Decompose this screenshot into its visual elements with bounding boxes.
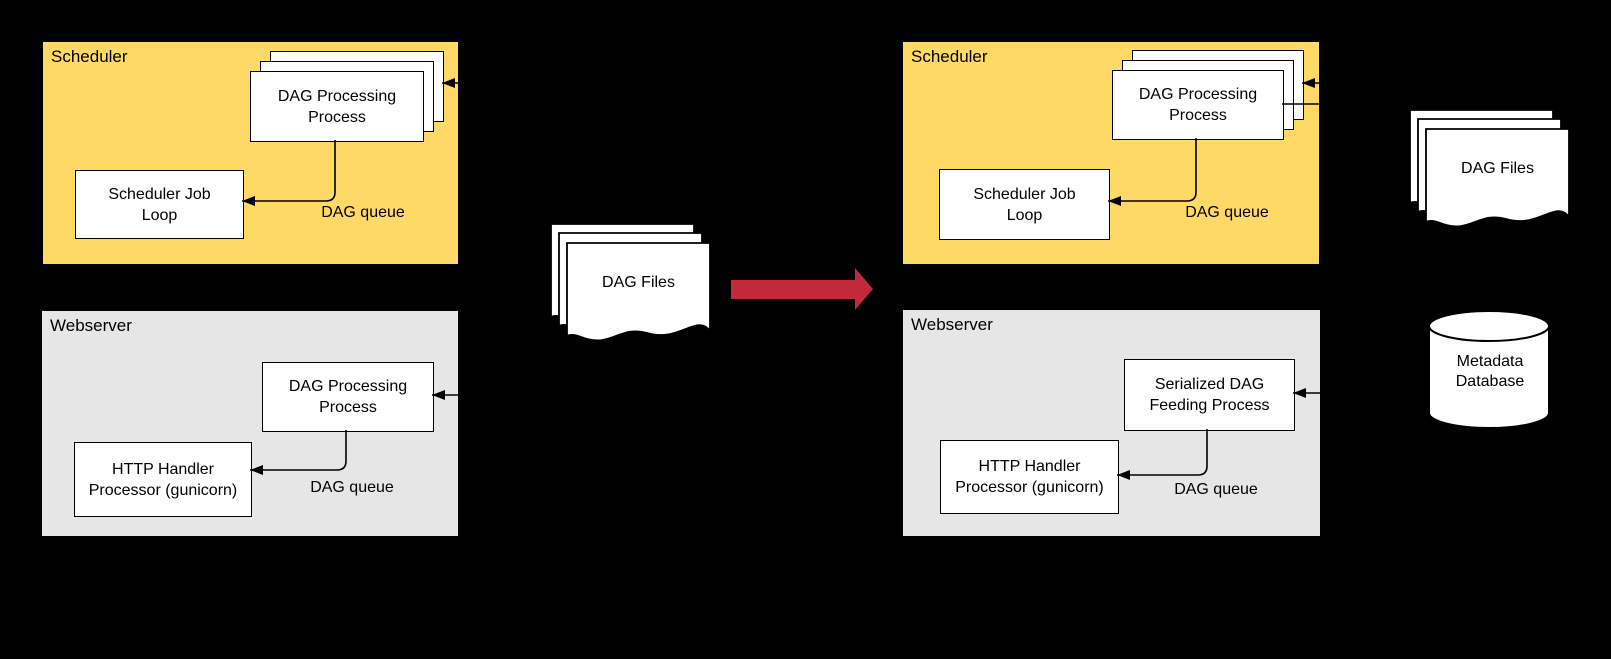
- left-webserver-dag-queue-label: DAG queue: [310, 479, 394, 496]
- left-scheduler-job-loop: Scheduler Job Loop: [75, 170, 244, 239]
- right-scheduler-job-loop: Scheduler Job Loop: [939, 169, 1110, 240]
- transition-arrow-icon: [731, 268, 873, 310]
- right-scheduler-label: Scheduler: [911, 47, 988, 66]
- right-webserver-group: Webserver Serialized DAG Feeding Process…: [901, 308, 1322, 538]
- serialized-dag-feeding-process: Serialized DAG Feeding Process: [1124, 359, 1295, 431]
- left-http-handler-text: HTTP Handler Processor (gunicorn): [88, 460, 238, 499]
- right-http-handler-text: HTTP Handler Processor (gunicorn): [955, 458, 1104, 496]
- metadata-database-label: Metadata Database: [1455, 353, 1525, 390]
- left-dag-processing-text: DAG Processing Process: [277, 87, 397, 126]
- left-scheduler-dag-queue-label: DAG queue: [321, 204, 405, 221]
- right-dag-processing-process: DAG Processing Process: [1112, 70, 1284, 140]
- left-scheduler-label: Scheduler: [51, 47, 128, 66]
- right-dag-processing-text: DAG Processing Process: [1138, 86, 1258, 124]
- left-webserver-group: Webserver DAG Processing Process HTTP Ha…: [40, 309, 460, 538]
- right-scheduler-group: Scheduler DAG Processing Process Schedul…: [901, 40, 1321, 266]
- right-webserver-label: Webserver: [911, 315, 993, 334]
- right-scheduler-dag-queue-label: DAG queue: [1185, 204, 1269, 221]
- serialized-dag-feeding-text: Serialized DAG Feeding Process: [1149, 376, 1270, 414]
- right-dag-files-label: DAG Files: [1461, 160, 1534, 177]
- left-webserver-dag-processing: DAG Processing Process: [262, 362, 434, 432]
- right-webserver-dag-queue-label: DAG queue: [1174, 481, 1258, 498]
- right-http-handler: HTTP Handler Processor (gunicorn): [940, 440, 1119, 514]
- center-dag-files-label: DAG Files: [602, 274, 675, 291]
- left-webserver-dag-processing-text: DAG Processing Process: [288, 378, 408, 416]
- right-scheduler-job-loop-text: Scheduler Job Loop: [973, 185, 1076, 224]
- left-http-handler: HTTP Handler Processor (gunicorn): [74, 442, 252, 517]
- left-scheduler-job-loop-text: Scheduler Job Loop: [108, 185, 211, 224]
- left-webserver-label: Webserver: [50, 316, 132, 335]
- left-scheduler-group: Scheduler DAG Processing Process Schedul…: [41, 40, 460, 266]
- left-dag-processing-process: DAG Processing Process: [250, 71, 424, 142]
